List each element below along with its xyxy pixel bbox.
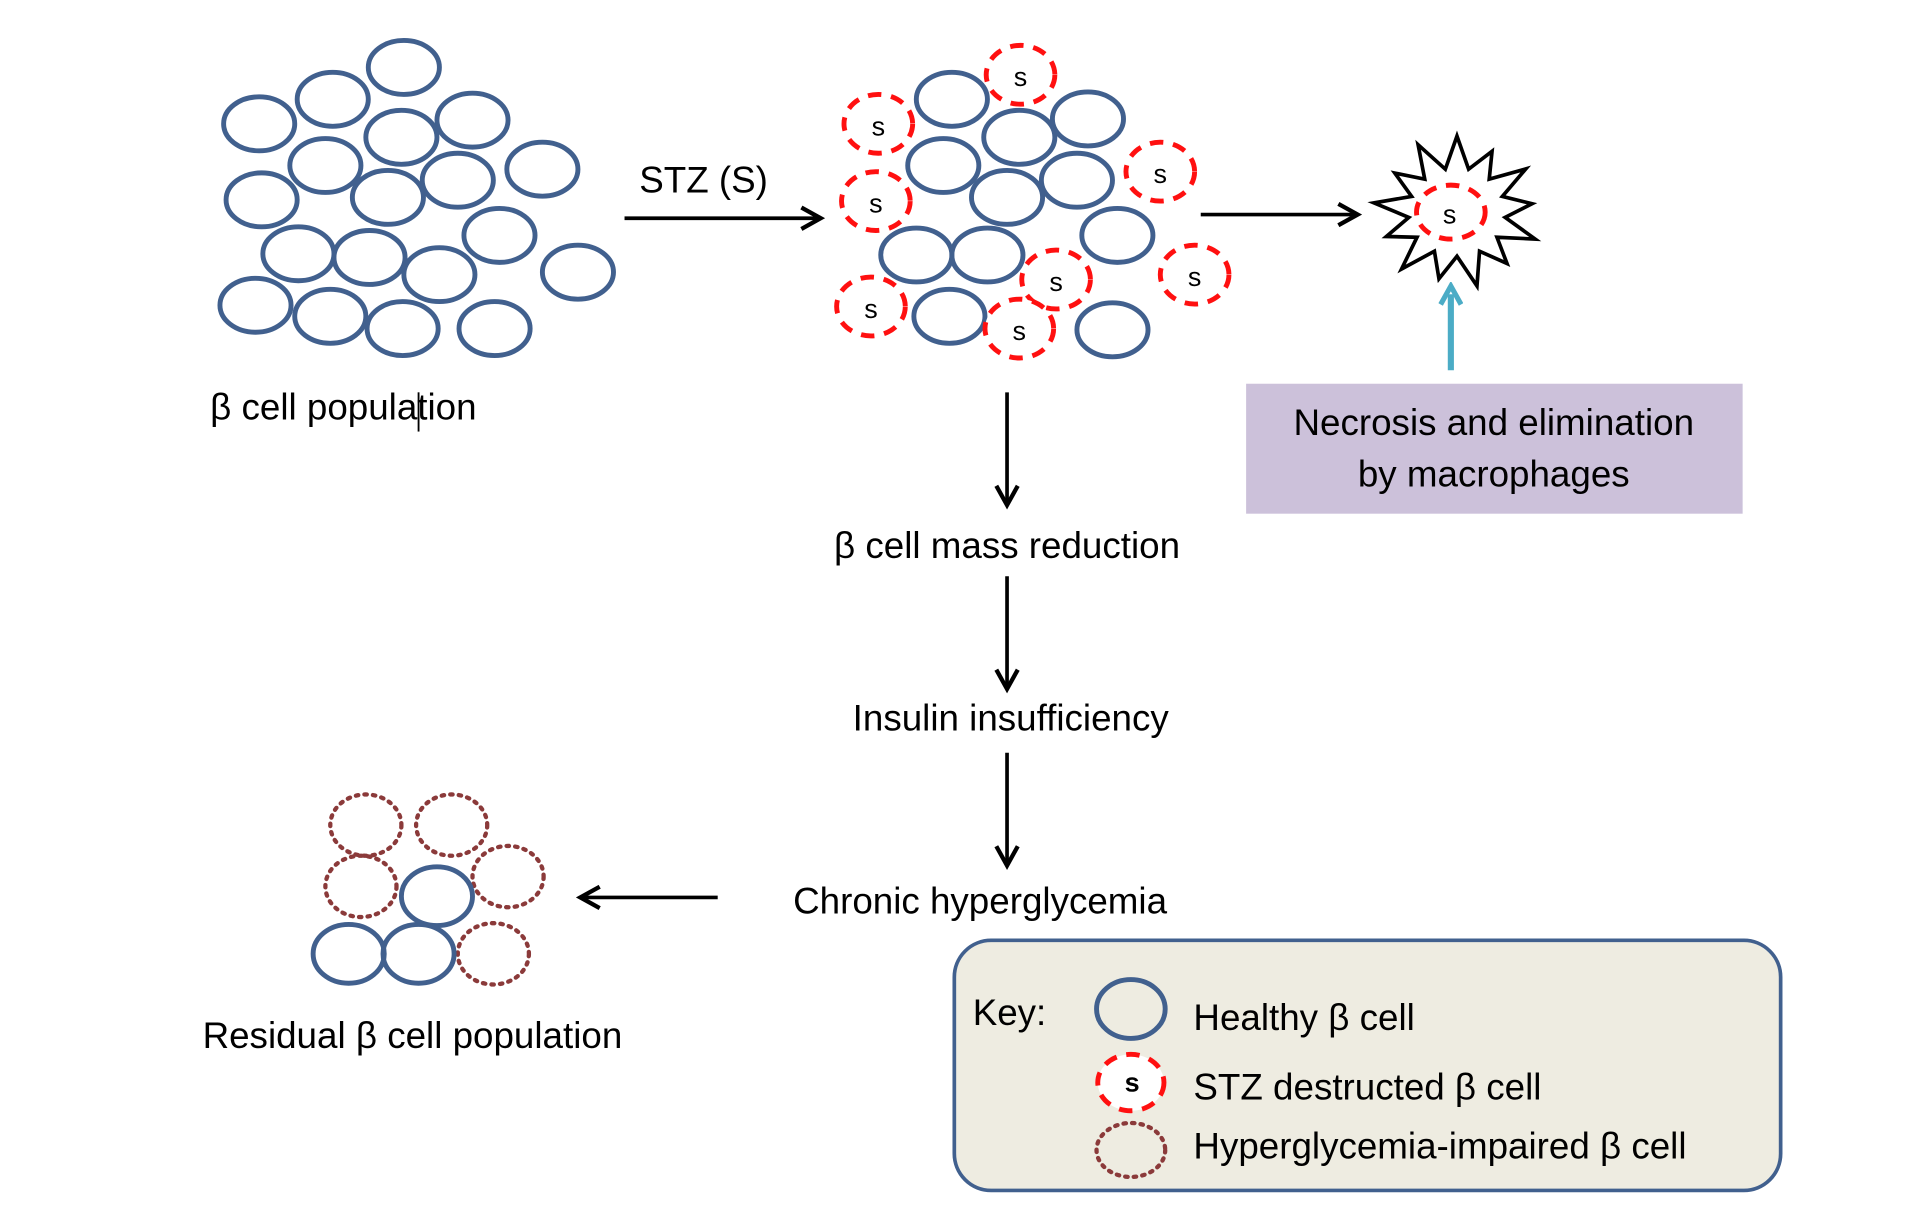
impaired-cell [455, 921, 532, 987]
necrosis-label-line2: by macrophages [1358, 454, 1630, 495]
necrosis-label-line1: Necrosis and elimination [1293, 402, 1694, 443]
healthy-cell [292, 286, 369, 346]
healthy-cell [969, 167, 1046, 227]
healthy-cell [1079, 205, 1156, 265]
healthy-cell [221, 94, 298, 154]
beta-cell-population-group [217, 38, 616, 358]
healthy-cell [1049, 89, 1126, 149]
hyperglycemia-label: Chronic hyperglycemia [793, 880, 1167, 921]
legend-healthy-label: Healthy β cell [1193, 997, 1414, 1038]
stz-marker: s [1014, 62, 1027, 92]
healthy-cell [223, 170, 300, 230]
legend-stz-icon [1095, 1051, 1167, 1114]
stz-cell [1157, 242, 1232, 307]
stz-cell [1414, 182, 1488, 242]
legend-title: Key: [973, 992, 1047, 1033]
insulin-label: Insulin insufficiency [853, 698, 1170, 739]
impaired-cell [328, 792, 404, 858]
healthy-cell [363, 107, 440, 167]
stz-marker: s [864, 294, 877, 324]
healthy-cell [913, 69, 990, 129]
stz-cell [1019, 247, 1093, 312]
stz-label: STZ (S) [639, 159, 768, 200]
necrosis-box [1246, 383, 1743, 514]
population-label: β cell population [210, 386, 476, 427]
stz-cell [982, 296, 1057, 361]
healthy-cell [878, 225, 955, 285]
healthy-cell [260, 224, 337, 284]
healthy-cell [949, 225, 1026, 285]
stz-marker: s [1154, 159, 1167, 189]
stz-marker: s [1188, 262, 1201, 292]
legend-stz-marker: s [1125, 1068, 1140, 1098]
legend-impaired-icon [1094, 1120, 1168, 1180]
healthy-cell [380, 921, 457, 986]
residual-label: Residual β cell population [203, 1015, 623, 1056]
healthy-cell [456, 299, 533, 358]
stz-marker: s [1443, 200, 1456, 230]
stz-marker: s [872, 111, 885, 141]
healthy-cell [504, 139, 581, 199]
impaired-cell [323, 853, 399, 920]
stz-marker: s [1013, 316, 1026, 346]
stz-cell [841, 91, 916, 156]
healthy-cell [294, 69, 371, 129]
legend-key: Key: Healthy β cell s STZ destructed β c… [952, 938, 1783, 1193]
healthy-cell [434, 90, 511, 150]
stz-cell [839, 169, 913, 233]
stz-marker: s [869, 189, 882, 219]
stz-marker: s [1049, 267, 1062, 297]
healthy-cell [349, 167, 426, 227]
legend-impaired-label: Hyperglycemia-impaired β cell [1193, 1126, 1686, 1167]
healthy-cell [1038, 150, 1115, 210]
stz-cell [834, 274, 908, 339]
healthy-cell [981, 107, 1058, 167]
healthy-cell [287, 136, 364, 195]
healthy-cell [1074, 300, 1151, 360]
healthy-cell [905, 136, 982, 195]
healthy-cell [911, 286, 988, 346]
healthy-cell [419, 150, 496, 210]
impaired-cell [470, 843, 546, 910]
healthy-cell [331, 228, 408, 287]
healthy-cell [364, 299, 441, 358]
mass-reduction-label: β cell mass reduction [834, 525, 1180, 566]
healthy-cell [365, 38, 442, 97]
legend-box [952, 938, 1783, 1193]
legend-stz-label: STZ destructed β cell [1193, 1067, 1541, 1108]
healthy-cell [401, 245, 478, 305]
legend-healthy-icon [1094, 977, 1168, 1041]
stz-cell [983, 42, 1058, 107]
healthy-cell [217, 275, 294, 335]
healthy-cell [310, 921, 387, 986]
healthy-cell [398, 864, 475, 929]
necrotic-cell: s [1367, 130, 1542, 292]
residual-cell-population-group [310, 792, 546, 987]
impaired-cell [413, 792, 490, 858]
healthy-cell [539, 242, 616, 302]
healthy-cell [461, 205, 538, 265]
stz-cell [1123, 139, 1198, 204]
